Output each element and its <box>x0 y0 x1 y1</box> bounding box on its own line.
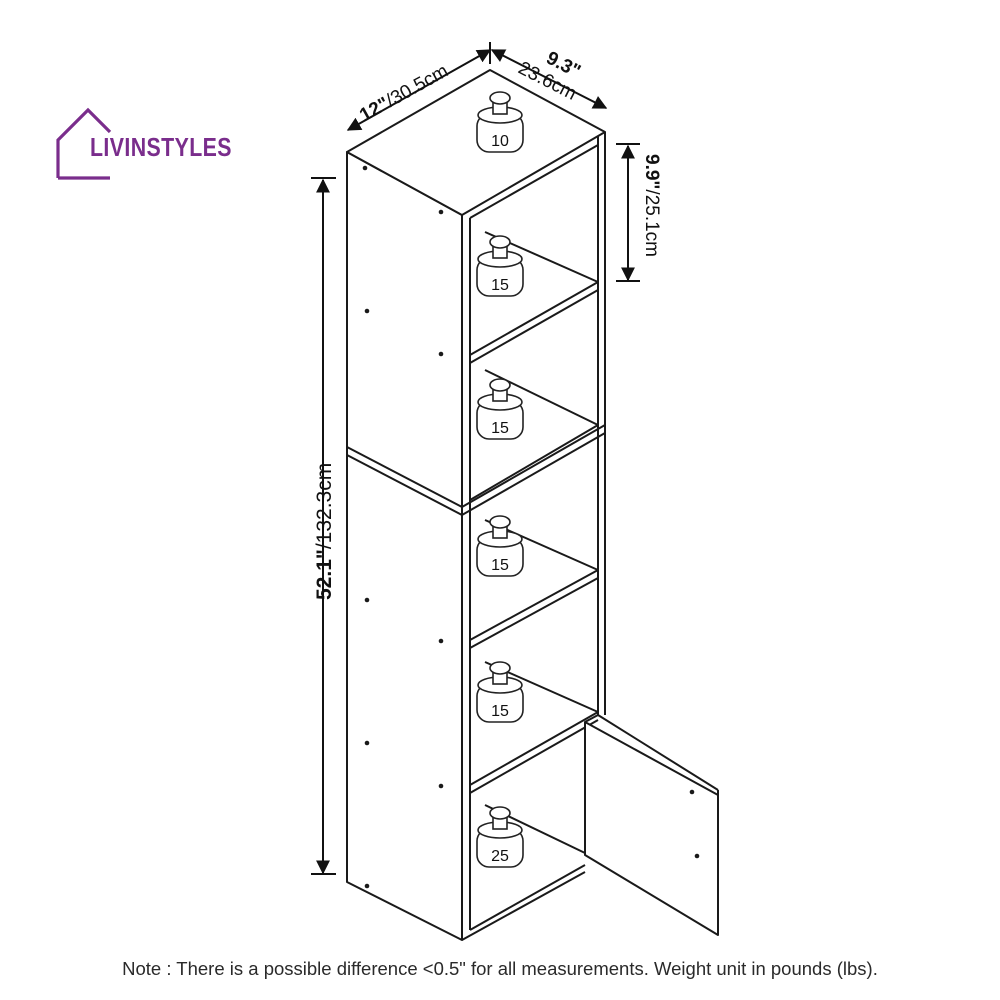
weight-value: 25 <box>491 848 509 865</box>
weight-value: 10 <box>491 133 509 150</box>
brand-logo: LIVINSTYLES <box>52 102 252 184</box>
weight-value: 15 <box>491 557 509 574</box>
weight-value: 15 <box>491 703 509 720</box>
shelf-height-label: 9.9"/25.1cm <box>641 154 662 257</box>
cabinet-door <box>584 721 719 936</box>
weight-icon: 15 <box>476 515 524 577</box>
left-side-panel <box>346 151 463 941</box>
weight-icons: 10 15 15 15 15 25 <box>476 91 524 868</box>
weight-value: 15 <box>491 420 509 437</box>
weight-value: 15 <box>491 277 509 294</box>
weight-icon: 10 <box>476 91 524 153</box>
brand-name: LIVINSTYLES <box>90 132 232 162</box>
screw-holes <box>362 165 700 889</box>
house-icon <box>56 107 112 180</box>
weight-icon: 15 <box>476 661 524 723</box>
weight-icon: 15 <box>476 235 524 297</box>
total-height-label: 52.1"/132.3cm <box>313 463 336 600</box>
depth-arrow <box>346 49 492 131</box>
weight-icon: 15 <box>476 378 524 440</box>
dimension-lines <box>311 42 640 875</box>
width-arrow <box>490 49 608 109</box>
weight-icon: 25 <box>476 806 524 868</box>
measurement-note: Note : There is a possible difference <0… <box>122 958 878 979</box>
